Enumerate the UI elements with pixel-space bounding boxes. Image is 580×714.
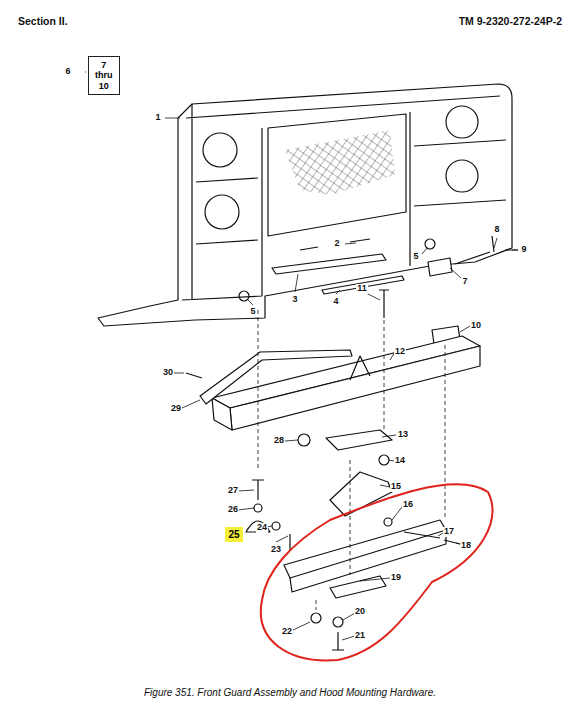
callout-number: 12 [394,347,406,357]
callout-number: 26 [227,505,239,515]
front-guard [98,84,512,326]
rod [322,276,404,294]
callout-number: 7 [461,277,468,287]
lug [350,356,370,380]
washer [272,522,280,530]
callout-number: 20 [354,607,366,617]
bar [272,254,386,274]
callout-number: 13 [397,430,409,440]
callout-number: 24 [256,523,268,533]
callout-number: 8 [493,225,500,235]
node-text: 25 [228,529,239,540]
callout-number: 19 [390,573,402,583]
hinge-bracket [428,258,452,276]
callout-number: 29 [170,404,182,414]
nut [425,239,435,249]
callout-number: 17 [443,527,455,537]
headlight-opening [205,195,239,229]
pin [455,236,518,264]
nut [379,455,389,465]
callout-number: 9 [520,245,527,255]
highlight-outline [261,484,493,660]
headlight-opening [446,106,478,138]
page-header: TM 9-2320-272-24P-2 [459,16,562,28]
reference-box: 7 thru 10 [88,56,120,95]
washer [333,617,343,627]
figure-caption: Figure 351. Front Guard Assembly and Hoo… [144,687,436,698]
callout-number: 3 [291,295,298,305]
callout-number: 30 [162,368,174,378]
callout-number: 2 [333,239,340,249]
callout-number: 14 [394,456,406,466]
callout-number: 6 [64,67,71,77]
callout-number: 5 [249,307,256,317]
headlight-opening [203,133,237,167]
grille-opening [268,114,406,236]
callout-number: 23 [270,545,282,555]
callout-number: 27 [227,486,239,496]
callout-number: 10 [470,321,482,331]
callout-number: 16 [402,500,414,510]
washer [298,434,310,446]
leader-line [85,72,518,640]
bumper-cap [246,521,270,532]
headlight-opening [446,160,478,192]
callout-number: 15 [390,482,402,492]
nut [384,518,392,526]
nut [311,613,321,623]
node-text: 7 thru 10 [95,60,113,91]
bolt [300,239,370,250]
callout-number: 28 [273,436,285,446]
callout-number: 4 [332,297,339,307]
grille-mesh [285,130,395,195]
mount-bracket [326,430,392,450]
tube-end [212,398,232,430]
guard-rungs [196,140,506,244]
page-header: Section II. [18,16,68,28]
bolt [332,632,344,650]
assembly-line [258,310,445,610]
callout-number: 5 [412,252,419,262]
callout-number: 21 [354,631,366,641]
hood-hinge [330,472,392,516]
callout-number: 18 [460,541,472,551]
highlighted-callout: 25 [225,527,242,542]
guard-inner [182,96,500,300]
callout-number: 22 [281,627,293,637]
bolt [379,290,389,318]
callout-number: 11 [356,284,368,294]
bracket [200,350,352,404]
washer [254,504,262,512]
screw [289,534,290,550]
callout-number: 1 [154,113,161,123]
screw [186,373,202,378]
